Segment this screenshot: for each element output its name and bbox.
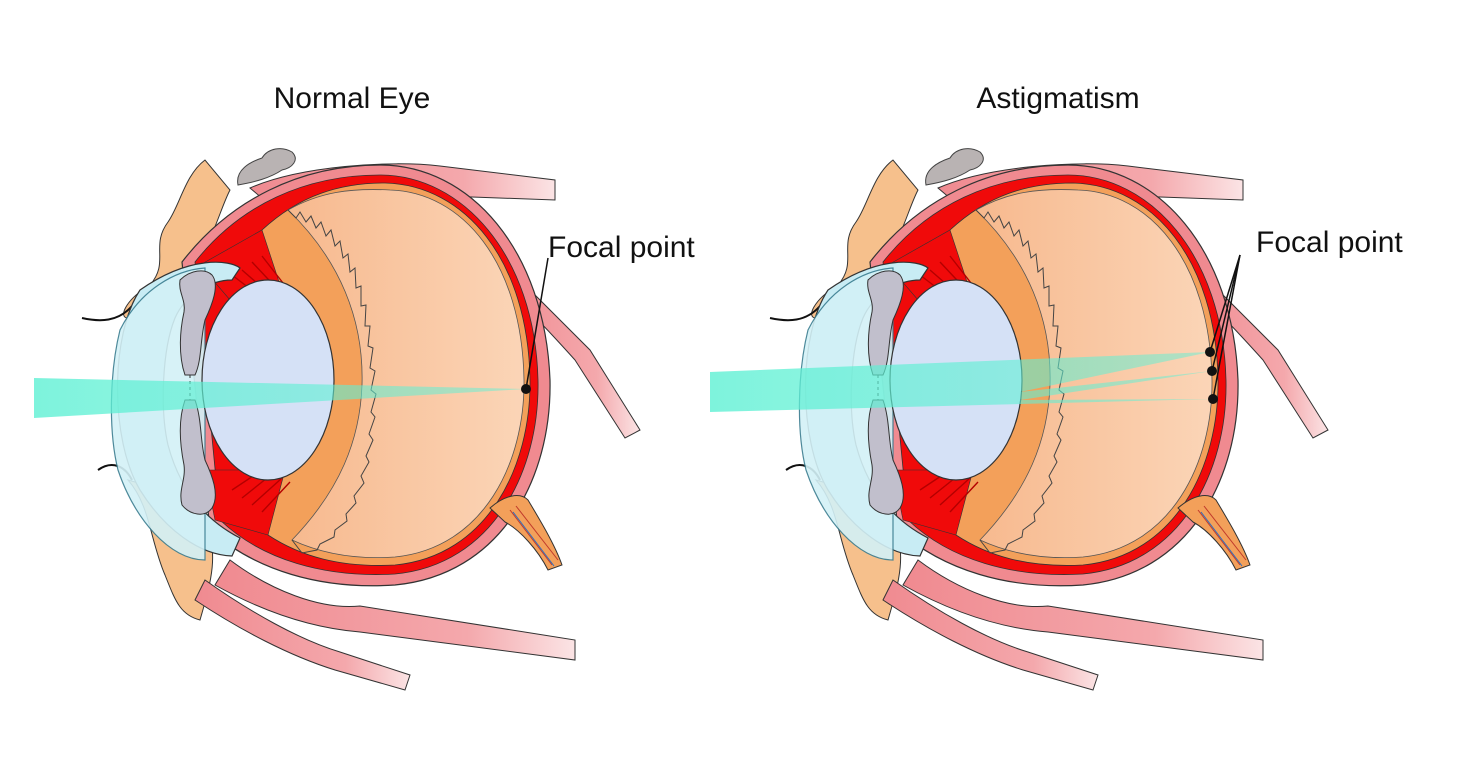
normal-eye-focal-label: Focal point <box>548 231 695 264</box>
normal-eye-title: Normal Eye <box>274 82 431 115</box>
normal-eye-light-beam <box>34 378 526 418</box>
astigmatism-panel: Astigmatism Focal point <box>710 82 1403 691</box>
normal-eye-anatomy <box>81 147 641 691</box>
astigmatism-focal-label: Focal point <box>1256 226 1403 259</box>
astigmatism-focal-leaders <box>1209 254 1241 400</box>
normal-eye-panel: Normal Eye Focal point <box>34 82 695 691</box>
astigmatism-eye-anatomy <box>769 147 1329 691</box>
normal-eye-focal-leader <box>525 257 549 390</box>
astigmatism-light-beam <box>710 352 1213 412</box>
astigmatism-title: Astigmatism <box>976 82 1139 115</box>
